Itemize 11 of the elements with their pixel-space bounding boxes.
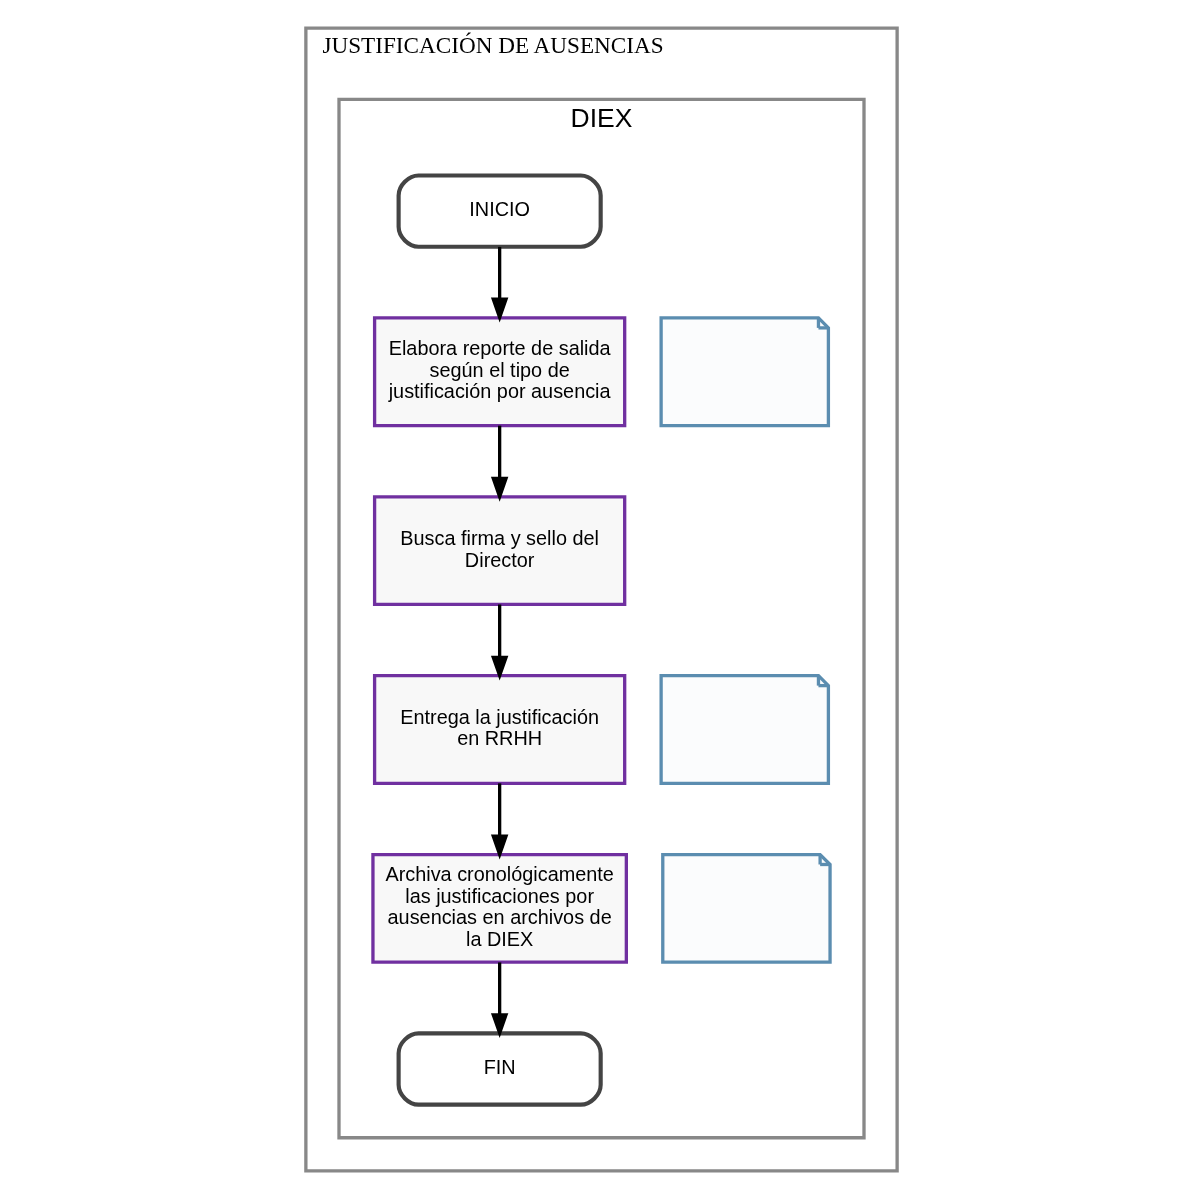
arrow xyxy=(490,604,509,681)
node-box: INICIO xyxy=(396,173,603,249)
arrow xyxy=(490,783,509,860)
arrow xyxy=(490,246,509,323)
arrow xyxy=(490,962,509,1039)
node-box: Archiva cronológicamente las justificaciones por ausencias en archivos de la DIEX xyxy=(371,852,628,964)
node-box: FIN xyxy=(396,1031,603,1107)
node-box: Elabora reporte de salida según el tipo de justificación por ausencia xyxy=(372,316,627,428)
node-box: Busca firma y sello del Director xyxy=(372,495,627,607)
node-box: Entrega la justificación en RRHH xyxy=(372,674,627,785)
arrow xyxy=(490,425,509,502)
